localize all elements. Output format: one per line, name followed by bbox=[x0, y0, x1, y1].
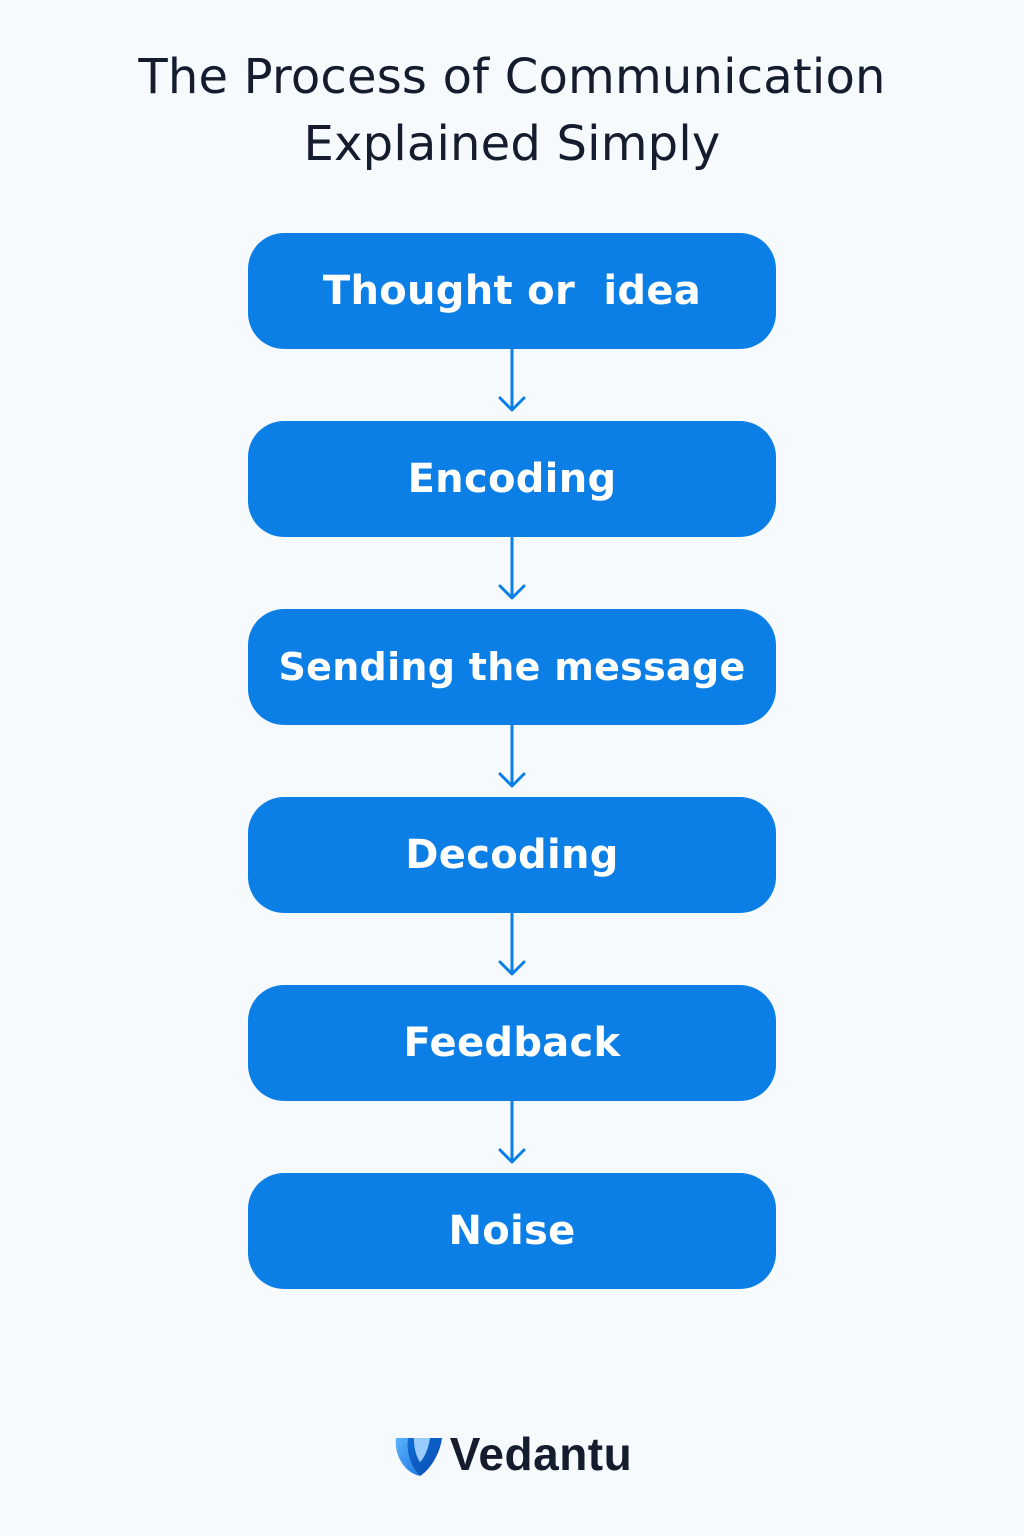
step-label: Thought or idea bbox=[322, 268, 702, 314]
step-label: Encoding bbox=[407, 456, 617, 502]
step-decoding: Decoding bbox=[248, 797, 776, 913]
step-sending-the-message: Sending the message bbox=[248, 609, 776, 725]
vedantu-logo-icon bbox=[395, 1438, 442, 1476]
title-line-2: Explained Simply bbox=[303, 116, 721, 172]
step-thought-or-idea: Thought or idea bbox=[248, 233, 776, 349]
brand-footer: Vedantu bbox=[0, 1424, 1024, 1484]
step-label: Decoding bbox=[405, 832, 619, 878]
arrow-down-icon bbox=[498, 1101, 526, 1164]
arrow-down-icon bbox=[498, 349, 526, 412]
step-feedback: Feedback bbox=[248, 985, 776, 1101]
arrow-down-icon bbox=[498, 913, 526, 976]
page-title: The Process of Communication Explained S… bbox=[0, 44, 1024, 178]
brand-name: Vedantu bbox=[449, 1428, 633, 1480]
arrow-down-icon bbox=[498, 537, 526, 600]
step-noise: Noise bbox=[248, 1173, 776, 1289]
step-encoding: Encoding bbox=[248, 421, 776, 537]
step-label: Feedback bbox=[403, 1020, 621, 1066]
step-label: Sending the message bbox=[278, 645, 746, 689]
process-flow: Thought or idea Encoding Sending the mes… bbox=[248, 233, 776, 1289]
title-line-1: The Process of Communication bbox=[138, 49, 886, 105]
arrow-down-icon bbox=[498, 725, 526, 788]
step-label: Noise bbox=[448, 1208, 576, 1254]
